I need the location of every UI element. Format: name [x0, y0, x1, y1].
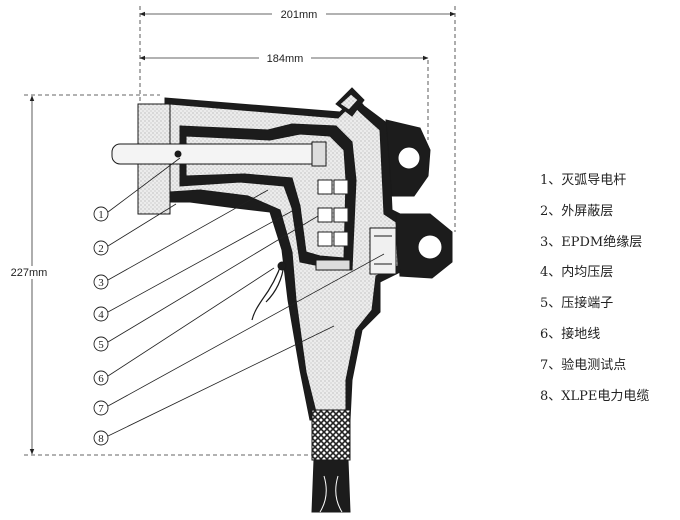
arc-conductor-rod: [111, 143, 325, 165]
legend-item-xlpe-cable: 8、XLPE电力电缆: [540, 388, 650, 404]
callout-3: 3: [98, 277, 104, 289]
dim-inner-width: 184mm: [267, 53, 304, 65]
connector-body: [111, 87, 453, 513]
legend-item-arc-rod: 1、灭弧导电杆: [540, 173, 627, 188]
legend-item-outer-shield: 2、外屏蔽层: [540, 203, 614, 219]
legend-item-inner-grading: 4、内均压层: [540, 265, 614, 281]
callout-5: 5: [98, 339, 104, 351]
dim-height: 227mm: [11, 267, 48, 279]
callout-markers: 1 2 3 4 5 6 7 8: [93, 206, 109, 446]
callout-2: 2: [98, 243, 104, 255]
legend-item-epdm-insulation: 3、EPDM绝缘层: [540, 234, 643, 250]
callout-6: 6: [98, 373, 104, 385]
callout-8: 8: [98, 433, 104, 445]
legend-item-test-point: 7、验电测试点: [540, 357, 627, 373]
legend-item-ground-wire: 6、接地线: [540, 326, 601, 342]
xlpe-cable: [311, 459, 351, 513]
cable-shield-braid: [311, 409, 351, 461]
dim-overall-width: 201mm: [281, 9, 318, 21]
legend-item-crimp-lug: 5、压接端子: [540, 296, 614, 312]
parts-legend: 1、灭弧导电杆 2、外屏蔽层 3、EPDM绝缘层 4、内均压层 5、压接端子 6…: [540, 172, 680, 418]
callout-4: 4: [98, 309, 104, 321]
callout-7: 7: [98, 403, 104, 415]
callout-1: 1: [98, 209, 104, 221]
callout-leaders: [107, 157, 385, 437]
ground-wire: [251, 261, 283, 321]
